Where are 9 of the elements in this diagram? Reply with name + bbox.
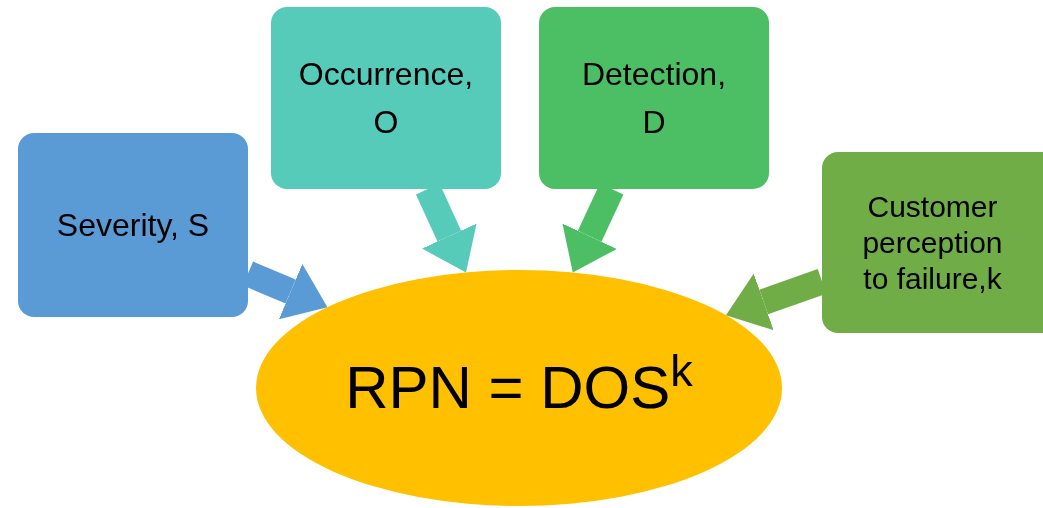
node-label: Severity, S — [56, 206, 210, 245]
node-label: RPN = DOS$^{k}$ — [345, 343, 693, 423]
node-label: Occurrence, O — [297, 55, 475, 142]
process-box — [271, 7, 501, 189]
process-box — [539, 7, 769, 189]
node-label: Customer perception to failure,k — [861, 188, 1004, 297]
process-box — [18, 133, 248, 317]
node-label: Detection, D — [580, 55, 728, 142]
process-box — [822, 152, 1043, 333]
